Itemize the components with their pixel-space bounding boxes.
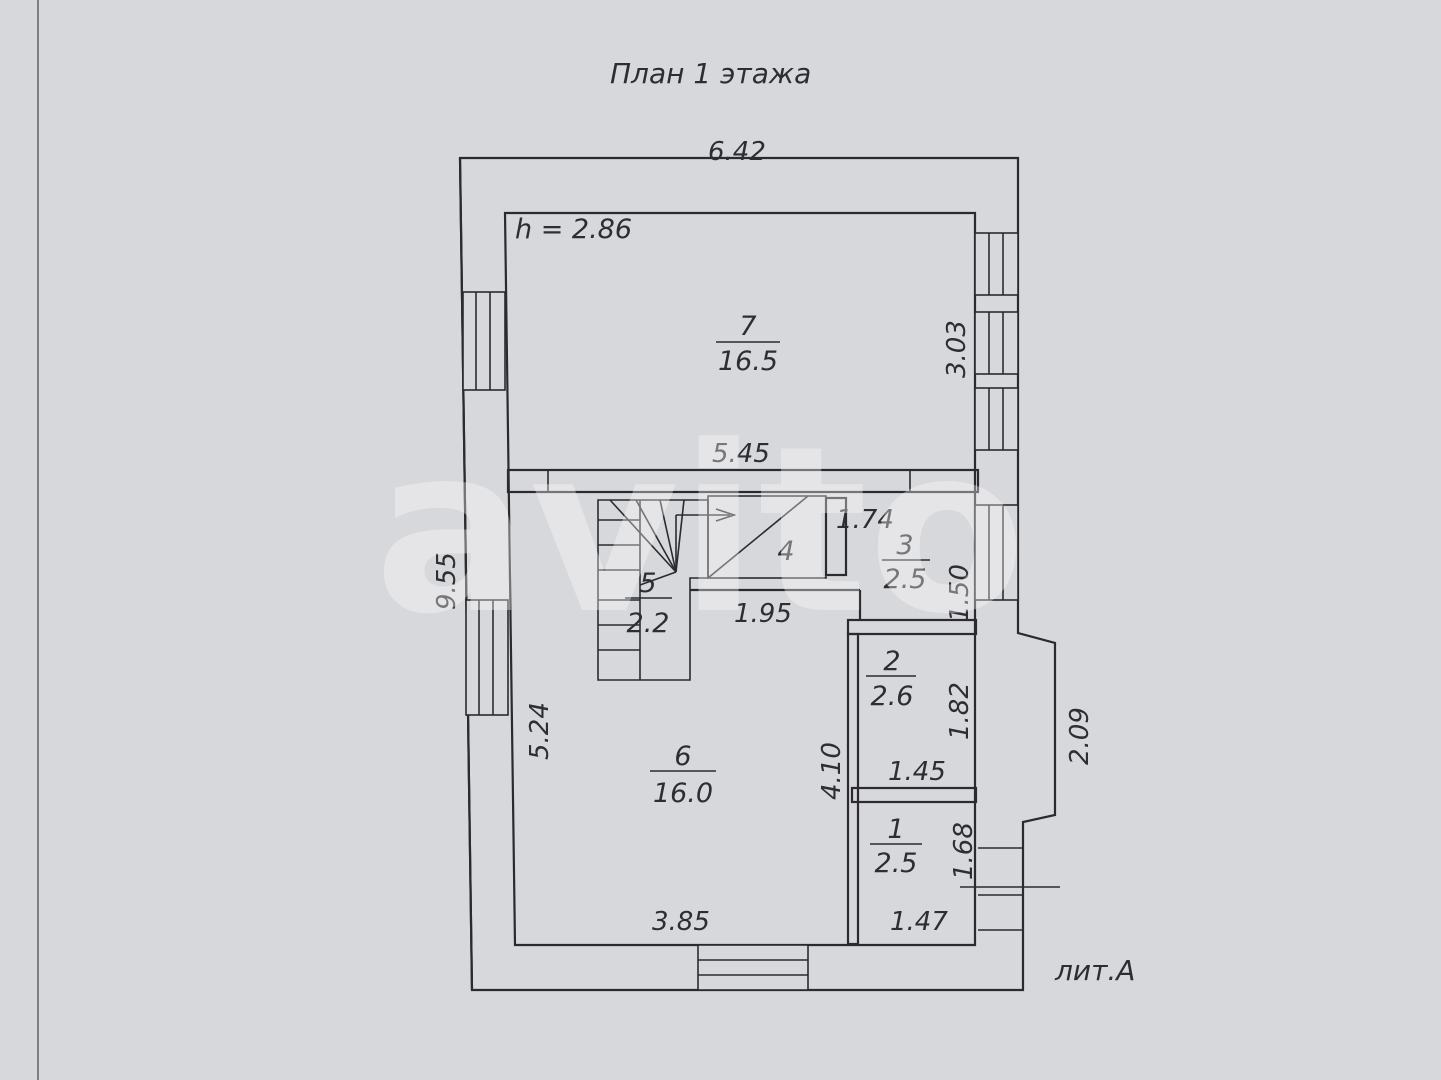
inner-wall — [503, 211, 977, 947]
room-number: 4 — [777, 536, 794, 567]
room-number: 2 — [883, 646, 900, 677]
staircase — [597, 499, 737, 681]
room-3-label: 3 2.5 — [882, 530, 930, 595]
room-area: 2.6 — [871, 681, 914, 712]
room-2-label: 2 2.6 — [866, 646, 916, 712]
dim-room3-width: 1.74 — [836, 505, 894, 535]
room-5-label: 5 2.2 — [625, 568, 672, 639]
windows — [462, 232, 1019, 991]
watermark-logo: avito — [374, 398, 1026, 665]
window-right-3 — [974, 387, 1019, 451]
room-7-label: 7 16.5 — [716, 311, 780, 377]
letter-label: лит.А — [1054, 954, 1135, 987]
room-4-label: 4 — [777, 536, 794, 567]
dim-room7-width: 5.45 — [712, 439, 770, 469]
window-right-2 — [974, 311, 1019, 375]
window-left-lower — [465, 599, 509, 716]
dim-porch-depth: 2.09 — [1065, 707, 1095, 765]
wall-room2-room1 — [850, 786, 978, 804]
stair-direction-arrow — [715, 508, 737, 522]
window-right-4 — [974, 504, 1019, 601]
room-number: 7 — [739, 311, 756, 342]
dim-room6-width: 3.85 — [652, 907, 710, 937]
dim-room1-depth: 1.68 — [949, 822, 979, 880]
room4-stair-diagonal — [707, 495, 809, 579]
room-area: 2.5 — [884, 564, 927, 595]
entrance-porch — [960, 847, 1060, 931]
wall-room3-room2 — [846, 618, 978, 636]
room-area: 2.2 — [627, 608, 670, 639]
room-area: 16.5 — [718, 346, 778, 377]
room-number: 5 — [639, 568, 656, 599]
room-number: 3 — [896, 530, 913, 561]
room-area: 16.0 — [653, 778, 713, 809]
window-bottom — [697, 944, 809, 991]
dim-room1-width: 1.47 — [890, 907, 948, 937]
ceiling-height-label: h = 2.86 — [515, 214, 632, 245]
dim-room6-right: 4.10 — [817, 742, 847, 800]
room-number: 1 — [887, 814, 904, 845]
outer-wall-left-edge — [458, 157, 474, 991]
partition-wall-room7 — [506, 468, 980, 494]
dim-room7-depth: 3.03 — [942, 320, 972, 378]
dim-room6-left: 5.24 — [525, 702, 555, 760]
window-right-1 — [974, 232, 1019, 296]
plan-title: План 1 этажа — [610, 57, 811, 90]
dim-room3-depth: 1.50 — [945, 564, 975, 622]
dim-room2-depth: 1.82 — [945, 682, 975, 740]
room-6-label: 6 16.0 — [650, 741, 716, 809]
dim-outer-length: 9.55 — [432, 552, 462, 610]
dim-corridor-width: 1.95 — [734, 599, 792, 629]
window-left-upper — [462, 291, 506, 391]
dim-room2-width: 1.45 — [888, 757, 946, 787]
room-number: 6 — [674, 741, 691, 772]
staircase-outline — [597, 499, 709, 681]
room-area: 2.5 — [875, 848, 918, 879]
room-1-label: 1 2.5 — [870, 814, 922, 879]
dim-outer-width: 6.42 — [708, 137, 766, 167]
